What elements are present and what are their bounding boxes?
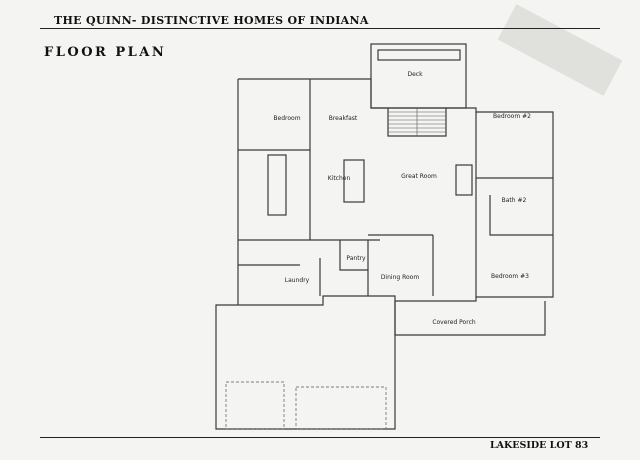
bedroom2-label: Bedroom #2 xyxy=(493,113,531,120)
garage-door-2 xyxy=(295,386,387,430)
dining-room-label: Dining Room xyxy=(381,274,420,281)
garage-door-1 xyxy=(225,381,285,430)
laundry-label: Laundry xyxy=(285,277,310,284)
bedroom-label: Bedroom xyxy=(273,115,300,122)
header-rule xyxy=(40,28,600,29)
pantry-label: Pantry xyxy=(346,255,366,262)
breakfast-label: Breakfast xyxy=(329,115,358,122)
great-room-label: Great Room xyxy=(401,173,437,180)
kitchen-island xyxy=(343,159,365,203)
bedroom3-label: Bedroom #3 xyxy=(491,273,529,280)
footer-lot-label: LAKESIDE LOT 83 xyxy=(490,440,589,451)
footer-rule xyxy=(40,437,600,438)
section-title: FLOOR PLAN xyxy=(44,45,167,60)
porch-outline xyxy=(394,301,546,336)
covered-porch-label: Covered Porch xyxy=(432,319,476,326)
kitchen-label: Kitchen xyxy=(328,175,351,182)
page-header-title: THE QUINN- DISTINCTIVE HOMES OF INDIANA xyxy=(54,14,369,27)
bath2-label: Bath #2 xyxy=(502,197,527,204)
house-outline xyxy=(215,78,554,430)
deck-label: Deck xyxy=(407,71,423,78)
deck-rail xyxy=(377,49,461,61)
